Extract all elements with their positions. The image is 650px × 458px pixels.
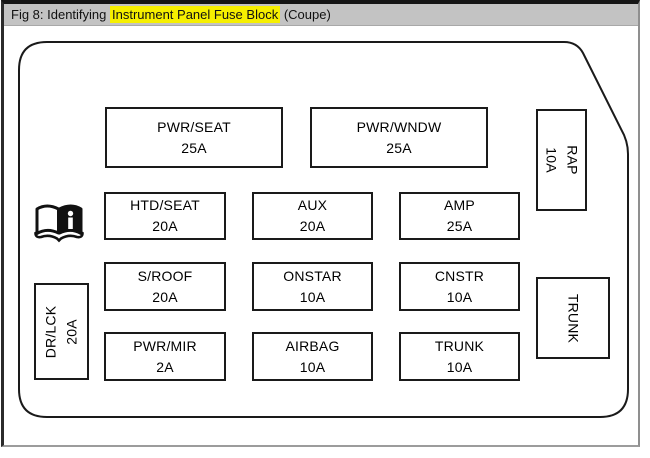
fuse-amp: 20A bbox=[63, 318, 80, 345]
fuse-name: TRUNK bbox=[565, 293, 582, 343]
open-book-info-icon bbox=[34, 204, 84, 243]
fuse-amp-amplifier: AMP 25A bbox=[399, 192, 520, 240]
caption-highlight: Instrument Panel Fuse Block bbox=[110, 6, 281, 23]
fuse-pwr-wndw: PWR/WNDW 25A bbox=[310, 107, 488, 168]
fuse-amp: 20A bbox=[299, 218, 326, 234]
fuse-name: TRUNK bbox=[434, 337, 485, 354]
fuse-pwr-mir: PWR/MIR 2A bbox=[104, 332, 226, 381]
fuse-s-roof: S/ROOF 20A bbox=[104, 262, 226, 311]
fuse-pwr-seat: PWR/SEAT 25A bbox=[105, 107, 283, 168]
fuse-amp: 25A bbox=[446, 218, 473, 234]
fuse-amp: 10A bbox=[543, 147, 560, 173]
fuse-airbag: AIRBAG 10A bbox=[252, 332, 373, 381]
caption-prefix: Fig 8: Identifying bbox=[11, 7, 110, 22]
fuse-name: ONSTAR bbox=[283, 267, 342, 284]
fuse-aux: AUX 20A bbox=[252, 192, 373, 240]
fuse-trunk: TRUNK 10A bbox=[399, 332, 520, 381]
fuse-amp: 20A bbox=[152, 288, 178, 305]
fuse-cnstr: CNSTR 10A bbox=[399, 262, 520, 311]
fuse-amp: 25A bbox=[386, 139, 412, 156]
fuse-amp: 10A bbox=[446, 288, 473, 305]
fuse-name: HTD/SEAT bbox=[130, 197, 200, 213]
fuse-name: CNSTR bbox=[434, 267, 485, 284]
caption-suffix: (Coupe) bbox=[280, 7, 331, 22]
fuse-htd-seat: HTD/SEAT 20A bbox=[104, 192, 226, 240]
fuse-amp: 10A bbox=[299, 358, 326, 375]
fuse-amp: 20A bbox=[152, 218, 178, 234]
fuse-amp: 10A bbox=[446, 358, 473, 375]
fuse-onstar: ONSTAR 10A bbox=[252, 262, 373, 311]
fuse-trunk-relay: TRUNK bbox=[536, 277, 610, 359]
fuse-name: PWR/SEAT bbox=[157, 118, 231, 135]
fuse-name: AMP bbox=[444, 197, 475, 213]
fuse-name: PWR/WNDW bbox=[356, 118, 442, 135]
fuse-name: S/ROOF bbox=[137, 267, 193, 284]
fuse-amp: 10A bbox=[299, 288, 326, 305]
fuse-name: AUX bbox=[297, 197, 328, 213]
fuse-amp: 25A bbox=[181, 139, 207, 156]
fuse-amp: 2A bbox=[156, 358, 174, 375]
figure-caption-bar: Fig 8: Identifying Instrument Panel Fuse… bbox=[4, 4, 638, 26]
fuse-name: DR/LCK bbox=[42, 305, 59, 358]
fuse-name: PWR/MIR bbox=[133, 337, 197, 354]
fuse-name: RAP bbox=[564, 145, 581, 175]
fuse-name: AIRBAG bbox=[285, 337, 340, 354]
